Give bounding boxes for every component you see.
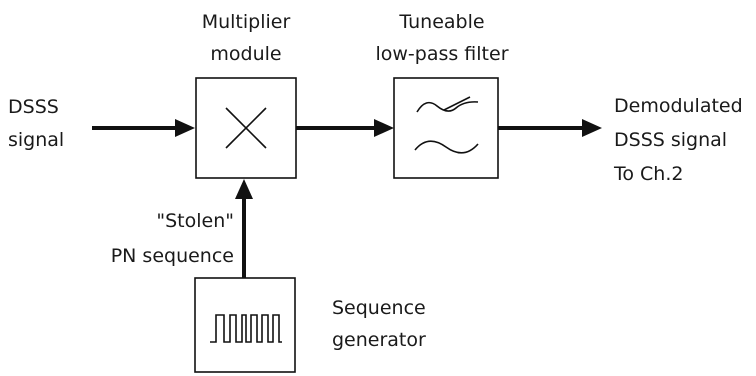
input-arrowhead (175, 119, 195, 137)
generator-box (194, 277, 296, 373)
output-label-line1: Demodulated (614, 95, 743, 117)
generator-label-line1: Sequence (332, 297, 426, 319)
multiplier-module (195, 77, 297, 179)
pulse-train-icon (210, 314, 282, 343)
multiplier-label-line1: Multiplier (202, 11, 291, 33)
pn-arrowhead (235, 179, 253, 199)
multiply-x-icon (225, 107, 267, 149)
pn-label-line1: "Stolen" (156, 210, 234, 232)
mid-arrowhead (374, 119, 394, 137)
filter-label-line2: low-pass filter (375, 43, 508, 65)
lowpass-filter-icon (414, 96, 479, 154)
generator-label-line2: generator (332, 329, 426, 351)
output-label-line2: DSSS signal (614, 129, 727, 151)
pn-label-line2: PN sequence (111, 245, 234, 267)
lowpass-filter-module (393, 77, 499, 179)
output-arrowhead (582, 119, 602, 137)
multiplier-label-line2: module (210, 43, 281, 65)
output-label-line3: To Ch.2 (613, 163, 683, 185)
input-label-line2: signal (8, 129, 64, 151)
sequence-generator (194, 277, 296, 373)
filter-label-line1: Tuneable (398, 11, 484, 33)
input-label-line1: DSSS (8, 96, 59, 118)
filter-box (393, 77, 499, 179)
